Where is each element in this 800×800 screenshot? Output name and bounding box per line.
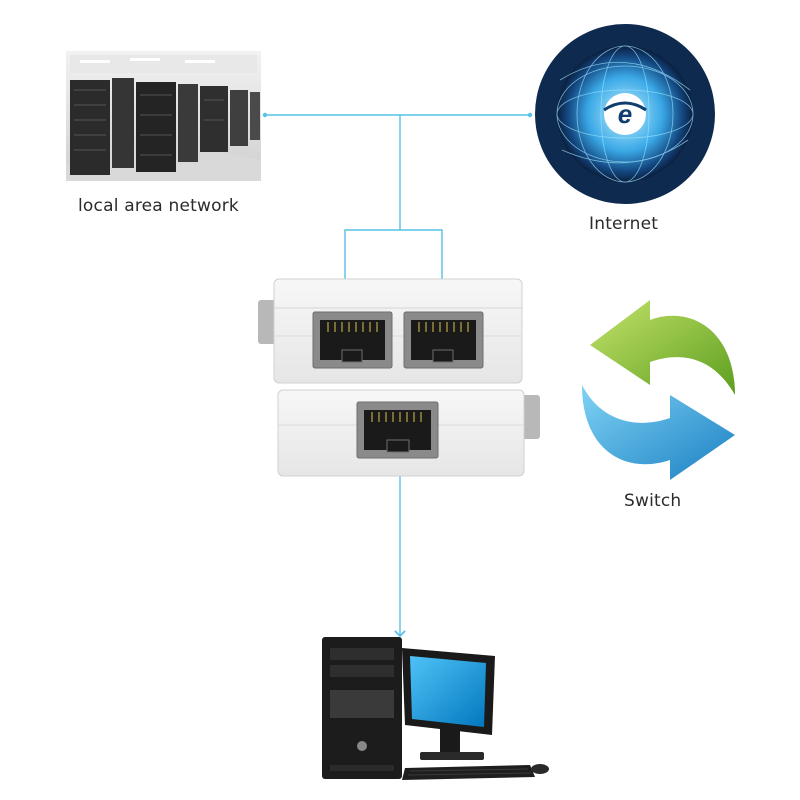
switch-arrows-icon [582, 300, 735, 480]
desktop-computer [322, 637, 549, 780]
rj45-port-1 [312, 311, 393, 369]
rj45-port-3 [356, 401, 439, 459]
connection-lines [262, 112, 533, 636]
svg-text:e: e [618, 99, 632, 129]
internet-label: Internet [589, 214, 659, 234]
lan-server-racks-image [66, 51, 261, 181]
globe-internet-icon: e [535, 24, 715, 204]
lan-label: local area network [78, 196, 239, 216]
rj45-port-2 [403, 311, 484, 369]
switch-label: Switch [624, 491, 682, 511]
